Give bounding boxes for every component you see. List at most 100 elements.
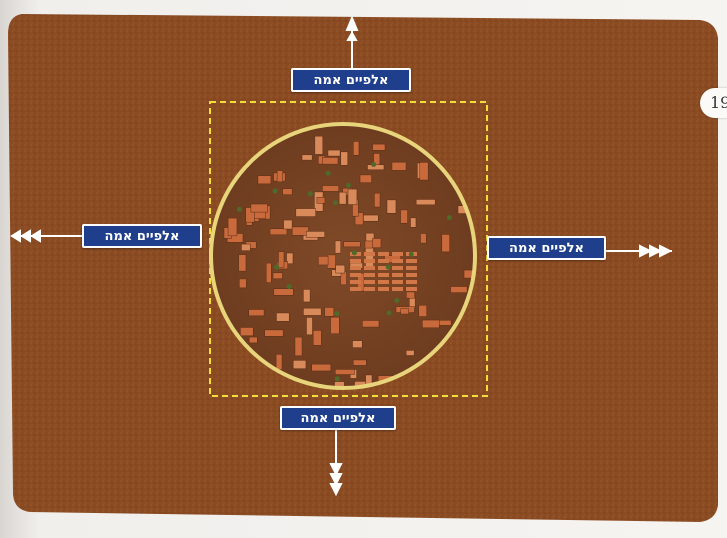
building <box>284 220 293 229</box>
tree <box>394 298 399 303</box>
distance-label-bottom: אלפיים אמה <box>280 406 396 430</box>
building <box>228 218 237 236</box>
market-stall <box>392 259 403 263</box>
tree <box>387 310 392 315</box>
building <box>348 189 357 204</box>
market-stall <box>406 280 417 284</box>
building <box>341 152 348 166</box>
building <box>266 263 271 283</box>
building <box>277 171 283 182</box>
market-stall <box>350 259 361 263</box>
building <box>372 238 380 247</box>
market-stall <box>364 280 375 284</box>
market-stall <box>378 273 389 277</box>
building <box>276 313 289 321</box>
building <box>362 320 379 327</box>
building <box>420 233 426 243</box>
building <box>401 210 408 223</box>
market-stall <box>406 287 417 291</box>
distance-label-right: אלפיים אמה <box>487 236 606 260</box>
building <box>353 360 366 365</box>
tree <box>409 252 414 257</box>
market-stall <box>392 266 403 270</box>
page-number: 19 <box>700 88 727 118</box>
building <box>352 341 362 348</box>
market-stall <box>392 287 403 291</box>
building <box>239 255 246 271</box>
building <box>241 244 250 251</box>
building <box>278 252 283 268</box>
market-stall <box>378 252 389 256</box>
building <box>344 242 361 247</box>
building <box>360 175 372 183</box>
building <box>416 199 435 204</box>
building <box>336 265 345 273</box>
building <box>293 360 306 368</box>
tree <box>335 376 340 381</box>
building <box>283 189 293 195</box>
building <box>374 193 380 207</box>
tree <box>308 191 313 196</box>
tree <box>273 189 278 194</box>
building <box>341 272 347 285</box>
building <box>335 369 354 374</box>
building <box>302 155 312 160</box>
market-stall <box>406 266 417 270</box>
building <box>318 256 328 265</box>
building <box>317 197 325 203</box>
building <box>306 317 312 334</box>
building <box>451 287 467 293</box>
building <box>322 186 338 192</box>
building <box>387 200 396 213</box>
tree <box>333 200 338 205</box>
building <box>295 337 302 356</box>
building <box>296 209 316 217</box>
building <box>274 289 293 296</box>
market-stall <box>378 259 389 263</box>
building <box>240 327 253 335</box>
building <box>239 279 246 288</box>
market-stall <box>378 287 389 291</box>
building <box>325 307 334 316</box>
market-stall <box>350 287 361 291</box>
building <box>373 144 385 150</box>
tree <box>237 207 242 212</box>
tree <box>346 183 351 188</box>
building <box>315 136 323 154</box>
building <box>270 229 287 235</box>
building <box>365 248 373 267</box>
tree <box>326 171 331 176</box>
market-stall <box>392 252 403 256</box>
tree <box>334 311 339 316</box>
tree <box>371 162 376 167</box>
tree <box>386 265 391 270</box>
building <box>401 309 409 314</box>
building <box>363 215 378 221</box>
market-stall <box>364 266 375 270</box>
tree <box>287 284 292 289</box>
building <box>406 350 414 355</box>
market-stall <box>364 273 375 277</box>
building <box>249 337 257 343</box>
building <box>313 330 321 345</box>
market-stall <box>406 259 417 263</box>
building <box>442 234 450 251</box>
building <box>303 289 310 302</box>
building <box>353 141 359 155</box>
building <box>322 157 338 164</box>
building <box>392 162 406 170</box>
building <box>249 309 264 315</box>
building <box>327 255 335 268</box>
building <box>406 292 414 298</box>
market-stall <box>364 287 375 291</box>
distance-label-top: אלפיים אמה <box>291 68 411 92</box>
building <box>422 320 439 328</box>
building <box>410 218 415 227</box>
market-stall <box>378 280 389 284</box>
building <box>335 241 341 253</box>
tree <box>447 215 452 220</box>
building <box>303 308 321 315</box>
market-stall <box>364 259 375 263</box>
market-stall <box>350 266 361 270</box>
building <box>276 354 282 369</box>
